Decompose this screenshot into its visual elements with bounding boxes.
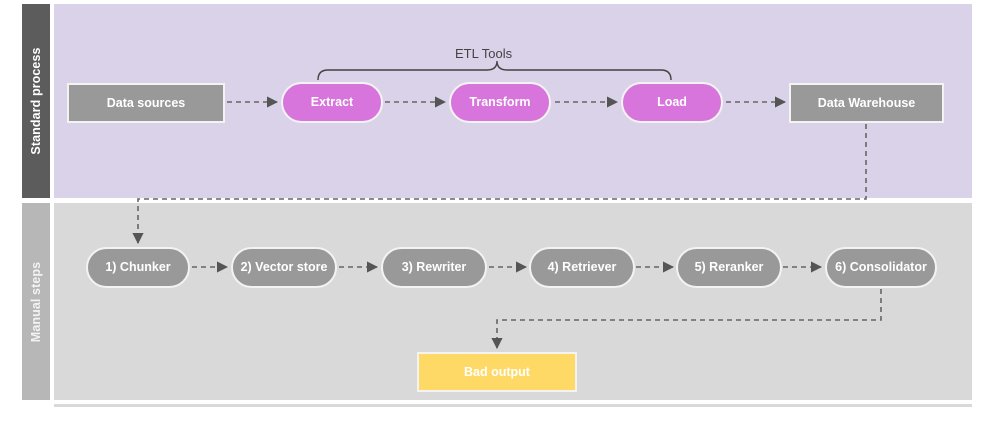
node-load-label: Load: [657, 95, 687, 110]
lane-manual-steps-band: Manual steps: [22, 203, 50, 400]
node-extract-label: Extract: [310, 95, 354, 110]
node-rewriter-label: 3) Rewriter: [401, 260, 467, 275]
node-reranker[interactable]: 5) Reranker: [676, 247, 782, 288]
lane-standard-process-label: Standard process: [29, 47, 43, 155]
node-bad-output[interactable]: Bad output: [417, 352, 577, 392]
lane-standard-process-band: Standard process: [22, 4, 50, 198]
node-transform-label: Transform: [469, 95, 531, 110]
node-data-warehouse[interactable]: Data Warehouse: [789, 83, 944, 123]
node-reranker-label: 5) Reranker: [694, 260, 764, 275]
node-extract[interactable]: Extract: [281, 82, 383, 123]
node-chunker-label: 1) Chunker: [105, 260, 171, 275]
node-consolidator[interactable]: 6) Consolidator: [825, 247, 937, 288]
etl-tools-label: ETL Tools: [455, 46, 513, 61]
node-vector-store-label: 2) Vector store: [240, 260, 328, 275]
node-consolidator-label: 6) Consolidator: [835, 260, 927, 275]
node-load[interactable]: Load: [621, 82, 723, 123]
node-data-sources[interactable]: Data sources: [67, 83, 225, 123]
node-data-sources-label: Data sources: [106, 95, 186, 110]
node-bad-output-label: Bad output: [464, 364, 530, 379]
node-vector-store[interactable]: 2) Vector store: [231, 247, 337, 288]
node-chunker[interactable]: 1) Chunker: [86, 247, 190, 288]
lane-manual-steps-label: Manual steps: [29, 261, 43, 342]
node-rewriter[interactable]: 3) Rewriter: [381, 247, 487, 288]
node-retriever[interactable]: 4) Retriever: [529, 247, 635, 288]
baseline-divider: [54, 404, 972, 407]
node-transform[interactable]: Transform: [449, 82, 551, 123]
node-retriever-label: 4) Retriever: [547, 260, 617, 275]
node-data-warehouse-label: Data Warehouse: [817, 95, 916, 110]
